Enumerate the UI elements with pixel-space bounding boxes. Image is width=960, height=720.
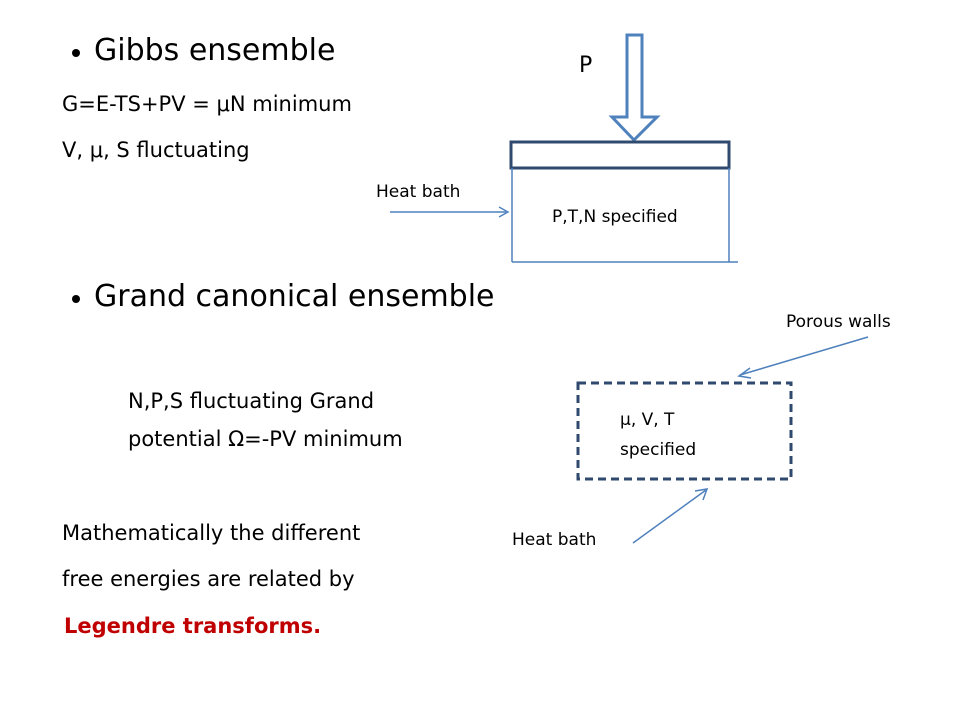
- closing-line2: free energies are related by: [62, 567, 355, 591]
- heat-bath-arrow-2-head: [694, 488, 709, 501]
- gibbs-equation: G=E-TS+PV = μN minimum: [62, 92, 352, 116]
- porous-box: [576, 381, 793, 481]
- heat-bath-label-2: Heat bath: [512, 530, 597, 550]
- pressure-arrow-icon: [608, 33, 661, 143]
- heat-bath-label-1: Heat bath: [376, 182, 461, 202]
- bullet-dot-2: [72, 295, 80, 303]
- grand-fluct-line1: N,P,S fluctuating Grand: [128, 389, 375, 413]
- piston-lid: [509, 140, 731, 170]
- porous-walls-arrow: [739, 336, 869, 376]
- porous-walls-arrow-head: [737, 367, 752, 379]
- ptn-specified-label: P,T,N specified: [552, 207, 678, 227]
- gibbs-heading: Gibbs ensemble: [94, 33, 336, 68]
- gibbs-fluctuating: V, μ, S fluctuating: [62, 138, 250, 162]
- legendre-highlight: Legendre transforms.: [64, 614, 322, 638]
- heat-bath-arrow-2: [632, 489, 707, 544]
- muvt-label-line2: specified: [620, 440, 697, 460]
- grand-fluct-line2: potential Ω=-PV minimum: [128, 427, 403, 451]
- heat-bath-arrow-1-head: [498, 206, 510, 218]
- bullet-dot-1: [72, 49, 80, 57]
- muvt-label-line1: μ, V, T: [620, 410, 675, 430]
- pressure-label: P: [579, 53, 593, 78]
- grand-canonical-heading: Grand canonical ensemble: [94, 279, 495, 314]
- porous-walls-label: Porous walls: [786, 312, 891, 332]
- closing-line1: Mathematically the different: [62, 521, 361, 545]
